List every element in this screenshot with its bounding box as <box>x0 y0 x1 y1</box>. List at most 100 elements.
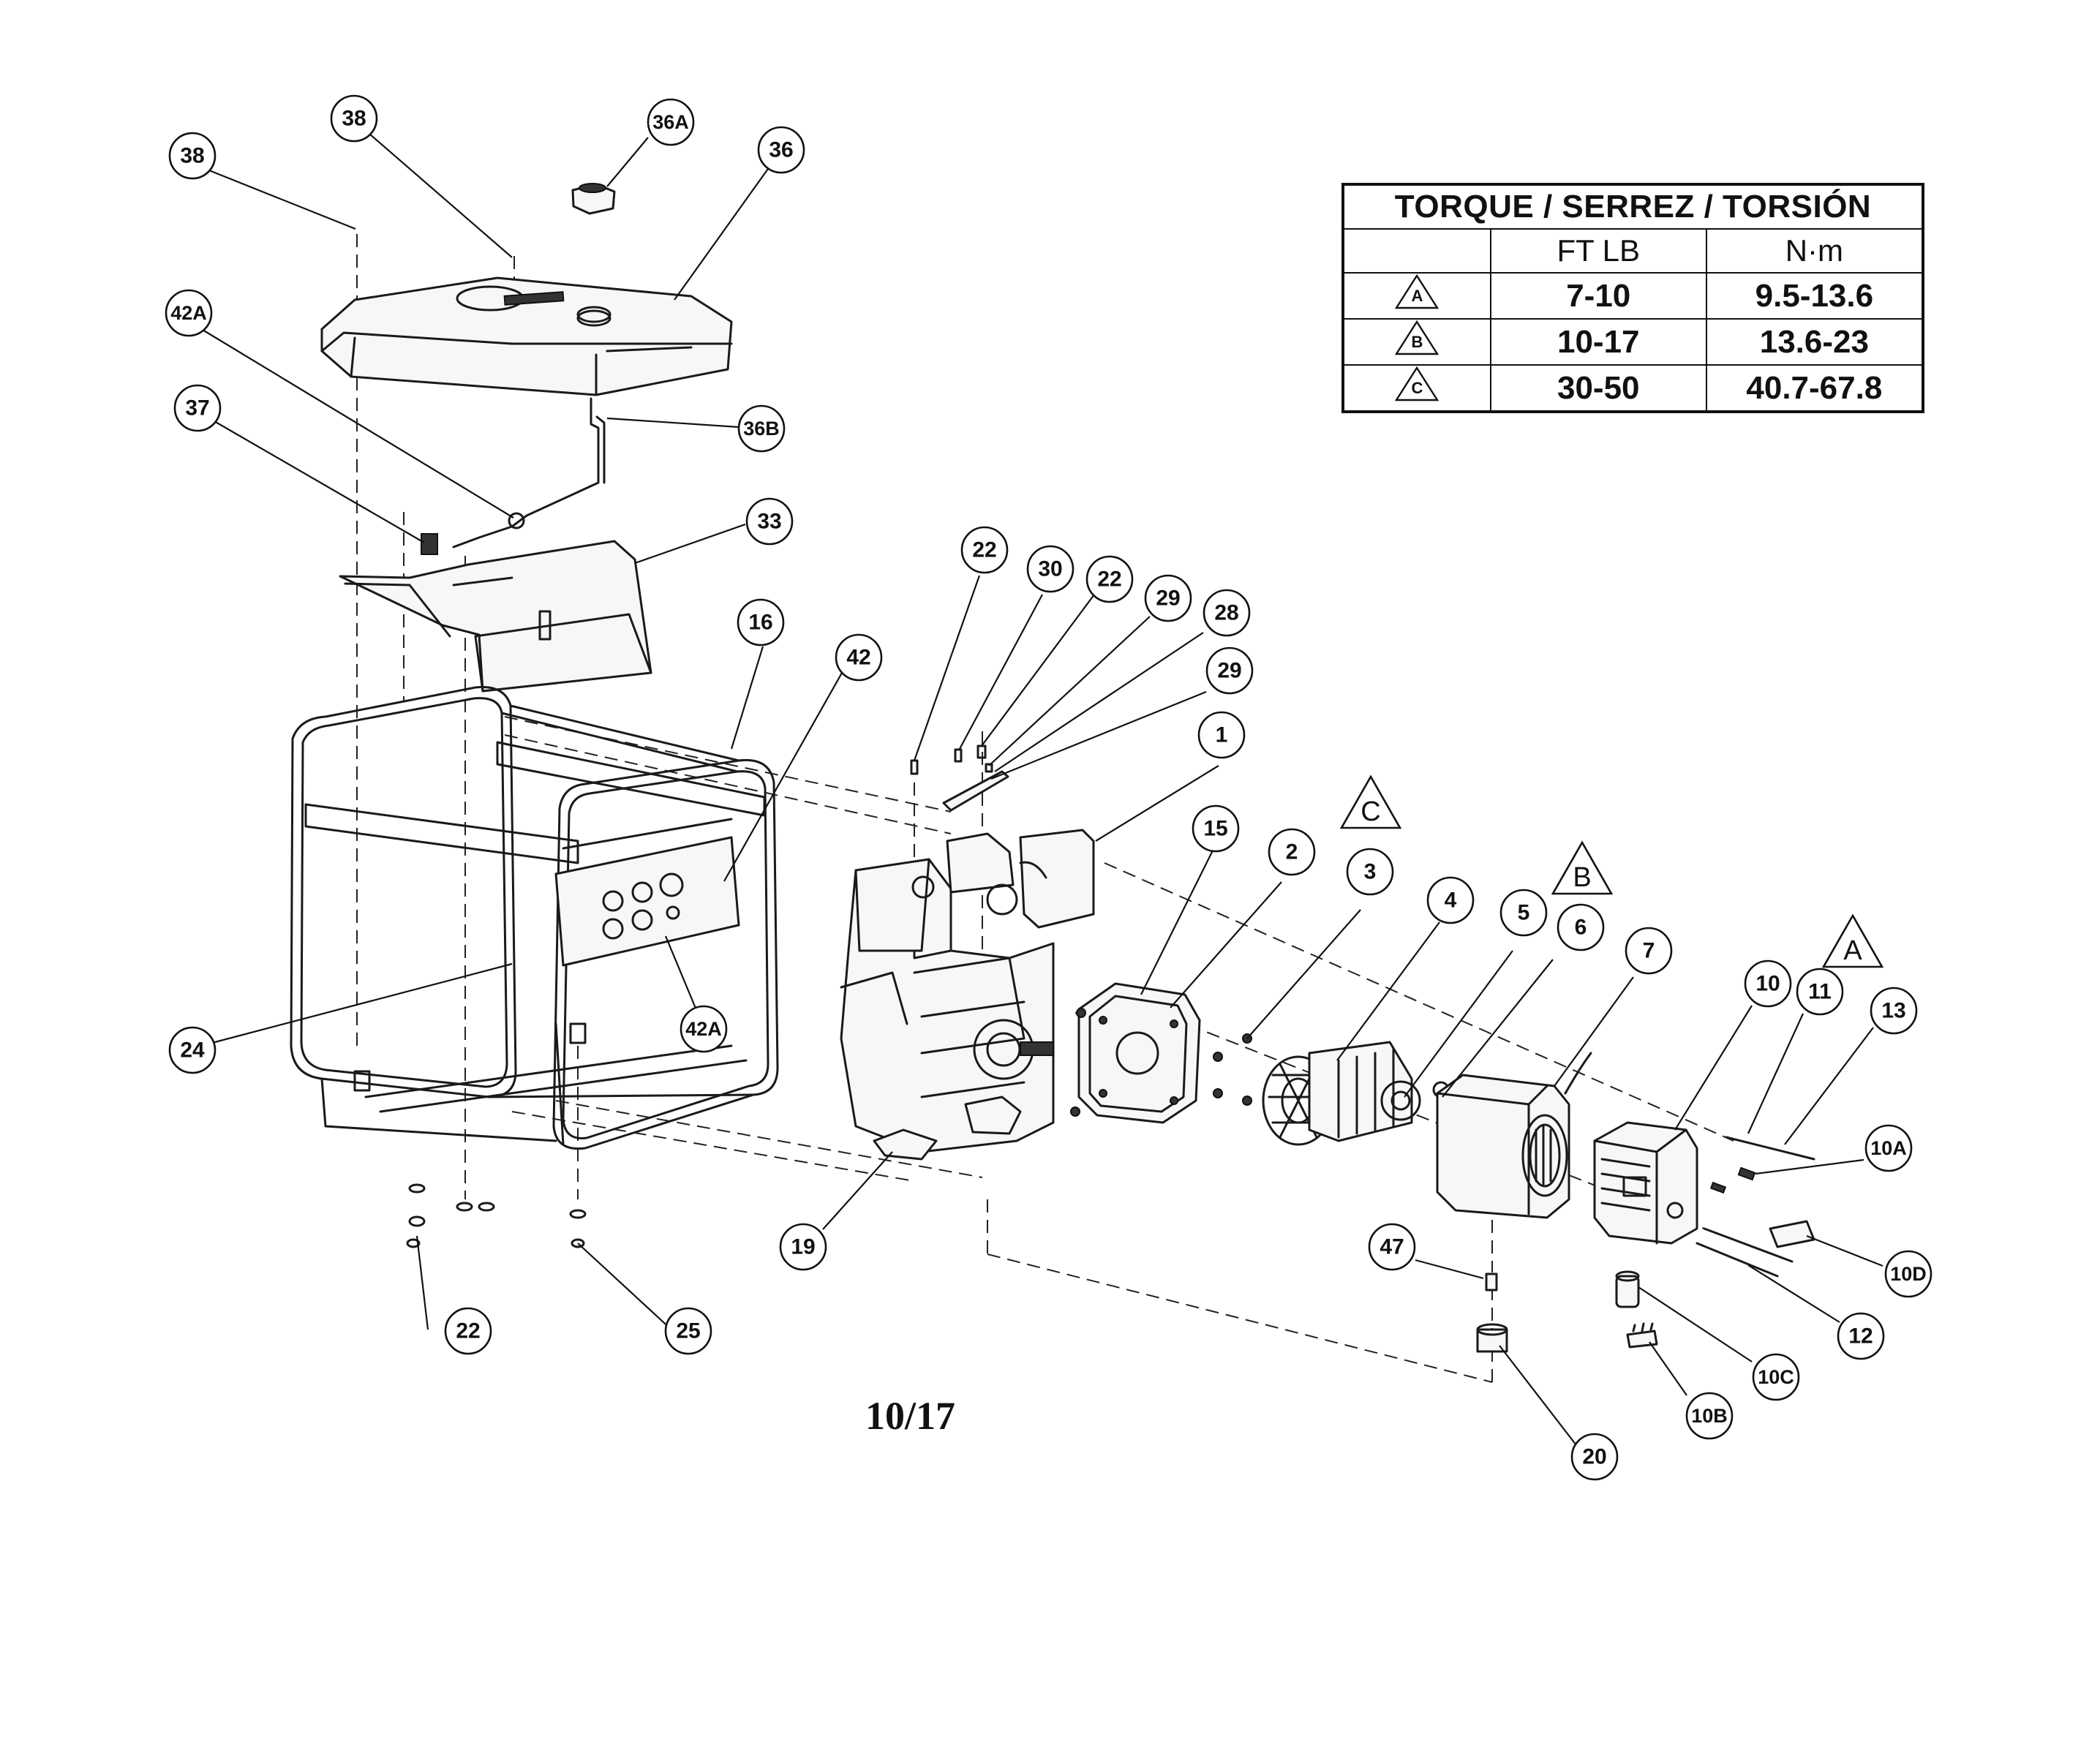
engine-adapter <box>1070 982 1201 1124</box>
callout-36b: 36B <box>737 404 786 453</box>
torque-triangle-icon: B <box>1393 320 1440 356</box>
svg-text:42: 42 <box>846 646 870 670</box>
callout-6: 6 <box>1557 903 1605 951</box>
torque-nm-cell: 40.7-67.8 <box>1705 364 1924 412</box>
callout-7: 7 <box>1625 927 1673 975</box>
engine <box>840 829 1095 1153</box>
frame <box>290 686 779 1150</box>
torque-marker-b-label: B <box>1573 862 1591 893</box>
callout-19: 19 <box>779 1223 827 1271</box>
svg-text:36A: 36A <box>652 111 689 133</box>
svg-text:19: 19 <box>791 1235 815 1259</box>
svg-text:36B: 36B <box>743 418 780 440</box>
torque-table-header-ftlb: FT LB <box>1489 228 1707 274</box>
torque-symbol-cell: C <box>1342 364 1491 412</box>
torque-symbol-label: A <box>1411 287 1423 305</box>
table-row: C 30-50 40.7-67.8 <box>1342 364 1924 412</box>
rotor <box>1262 1041 1421 1146</box>
callouts: 38 38 36A 36 42A 37 36B 33 16 42 22 30 2… <box>165 94 1932 1481</box>
torque-symbol-label: C <box>1411 379 1423 397</box>
torque-marker-a-label: A <box>1843 935 1862 966</box>
through-bolts <box>1696 1136 1815 1278</box>
torque-marker-b: B <box>1551 840 1614 895</box>
engine-mounts <box>873 1096 1022 1161</box>
capacitor <box>1615 1270 1640 1308</box>
torque-ftlb-cell: 30-50 <box>1489 364 1707 412</box>
callout-20: 20 <box>1570 1433 1619 1481</box>
torque-ftlb-cell: 10-17 <box>1489 318 1707 366</box>
svg-text:10: 10 <box>1755 972 1780 996</box>
engine-top-hardware <box>910 744 1009 812</box>
svg-text:28: 28 <box>1214 601 1238 625</box>
cover-plate <box>1769 1220 1815 1248</box>
svg-text:10C: 10C <box>1758 1366 1794 1388</box>
callout-10: 10 <box>1744 959 1792 1008</box>
svg-text:22: 22 <box>1097 568 1121 592</box>
callout-42a-panel: 42A <box>680 1005 728 1053</box>
torque-table-header-row: FT LB N·m <box>1342 228 1924 274</box>
table-row: A 7-10 9.5-13.6 <box>1342 272 1924 320</box>
svg-text:4: 4 <box>1445 889 1457 913</box>
svg-text:11: 11 <box>1808 980 1832 1004</box>
torque-marker-c-label: C <box>1361 796 1380 827</box>
svg-text:20: 20 <box>1582 1445 1606 1469</box>
callout-36a: 36A <box>647 98 695 146</box>
leader-lines <box>198 133 1883 1449</box>
torque-triangle-icon: C <box>1393 366 1440 402</box>
callout-1: 1 <box>1197 711 1246 759</box>
svg-text:24: 24 <box>180 1038 205 1063</box>
svg-text:10A: 10A <box>1870 1137 1907 1159</box>
svg-text:15: 15 <box>1203 817 1227 841</box>
svg-text:42A: 42A <box>170 302 207 324</box>
callout-13: 13 <box>1870 987 1918 1035</box>
svg-text:5: 5 <box>1518 901 1530 925</box>
callout-16: 16 <box>737 598 785 646</box>
callout-11: 11 <box>1796 968 1844 1016</box>
callout-37: 37 <box>173 384 222 432</box>
torque-triangle-icon: A <box>1393 274 1440 310</box>
callout-24: 24 <box>168 1026 217 1074</box>
callout-12: 12 <box>1837 1312 1885 1360</box>
torque-marker-c: C <box>1339 774 1402 829</box>
callout-42a-top: 42A <box>165 289 213 337</box>
capacitor-bracket <box>1626 1322 1658 1349</box>
svg-text:38: 38 <box>342 107 366 131</box>
torque-symbol-cell: B <box>1342 318 1491 366</box>
torque-marker-a: A <box>1821 913 1884 968</box>
table-row: B 10-17 13.6-23 <box>1342 318 1924 366</box>
callout-22-mid: 22 <box>1085 555 1134 603</box>
svg-text:47: 47 <box>1380 1235 1404 1259</box>
svg-text:29: 29 <box>1217 659 1241 683</box>
torque-table: TORQUE / SERREZ / TORSIÓN FT LB N·m A 7-… <box>1341 183 1924 413</box>
svg-text:25: 25 <box>676 1319 700 1343</box>
callout-42: 42 <box>835 633 883 682</box>
fuel-cap <box>571 183 616 215</box>
stator <box>1436 1052 1592 1219</box>
svg-text:33: 33 <box>757 510 781 534</box>
callout-5: 5 <box>1499 889 1548 937</box>
callout-10d: 10D <box>1884 1250 1932 1298</box>
rear-housing <box>1593 1121 1698 1245</box>
svg-text:36: 36 <box>769 138 793 162</box>
svg-text:22: 22 <box>972 538 996 562</box>
callout-33: 33 <box>745 497 794 546</box>
rotor-bolts <box>1213 1033 1252 1106</box>
callout-47: 47 <box>1368 1223 1416 1271</box>
callout-4: 4 <box>1426 876 1475 924</box>
svg-text:29: 29 <box>1156 587 1180 611</box>
svg-text:12: 12 <box>1848 1324 1873 1349</box>
svg-text:6: 6 <box>1575 916 1587 940</box>
svg-text:13: 13 <box>1881 999 1905 1023</box>
callout-2: 2 <box>1268 828 1316 876</box>
torque-nm-cell: 9.5-13.6 <box>1705 272 1924 320</box>
svg-text:1: 1 <box>1216 723 1228 747</box>
frame-mount-hardware <box>406 1183 587 1248</box>
callout-29-lower: 29 <box>1205 646 1254 695</box>
callout-29-upper: 29 <box>1144 574 1192 622</box>
svg-text:3: 3 <box>1364 860 1377 884</box>
callout-30: 30 <box>1026 545 1075 593</box>
callout-36: 36 <box>757 126 805 174</box>
svg-text:10D: 10D <box>1890 1263 1927 1285</box>
callout-25: 25 <box>664 1307 712 1355</box>
